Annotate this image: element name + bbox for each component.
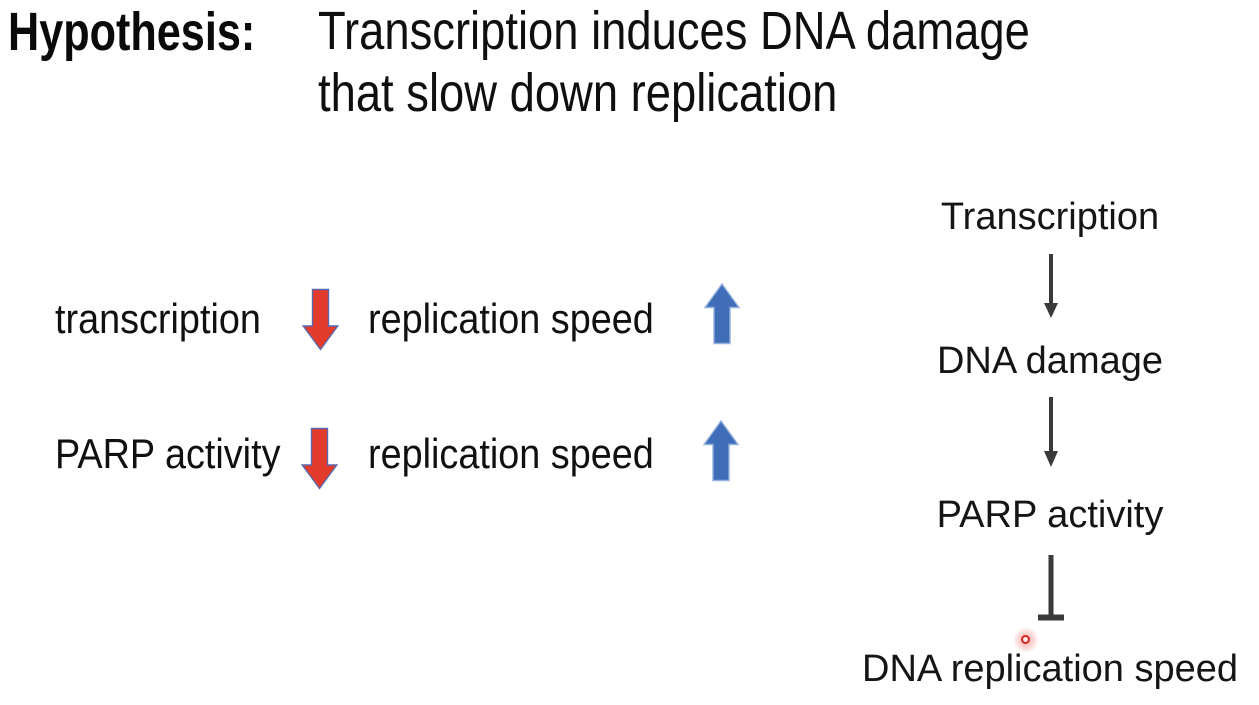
pathway-node-dna-replication-speed: DNA replication speed (862, 648, 1238, 690)
flow-arrow-down-icon (1044, 397, 1058, 467)
title-text: Transcription induces DNA damage that sl… (318, 0, 1030, 124)
title-line-2: that slow down replication (318, 63, 838, 123)
flow-arrow-down-icon (1044, 254, 1058, 318)
observation-1-effect: replication speed (368, 295, 654, 342)
laser-pointer-dot (1013, 627, 1039, 653)
observation-2-effect: replication speed (368, 430, 654, 477)
pathway-node-transcription: Transcription (940, 196, 1160, 238)
down-arrow-icon (301, 427, 338, 490)
up-arrow-icon (703, 420, 739, 482)
pathway-node-dna-damage: DNA damage (936, 340, 1163, 382)
down-arrow-icon (302, 288, 339, 351)
title-label: Hypothesis: (8, 2, 256, 62)
up-arrow-icon (704, 283, 740, 345)
observation-1-factor: transcription (55, 295, 261, 342)
inhibition-bar-icon (1038, 555, 1064, 621)
laser-dot-core (1021, 635, 1030, 644)
observation-2-factor: PARP activity (55, 430, 281, 477)
pathway-node-parp-activity: PARP activity (936, 494, 1164, 536)
title-line-1: Transcription induces DNA damage (318, 1, 1030, 61)
